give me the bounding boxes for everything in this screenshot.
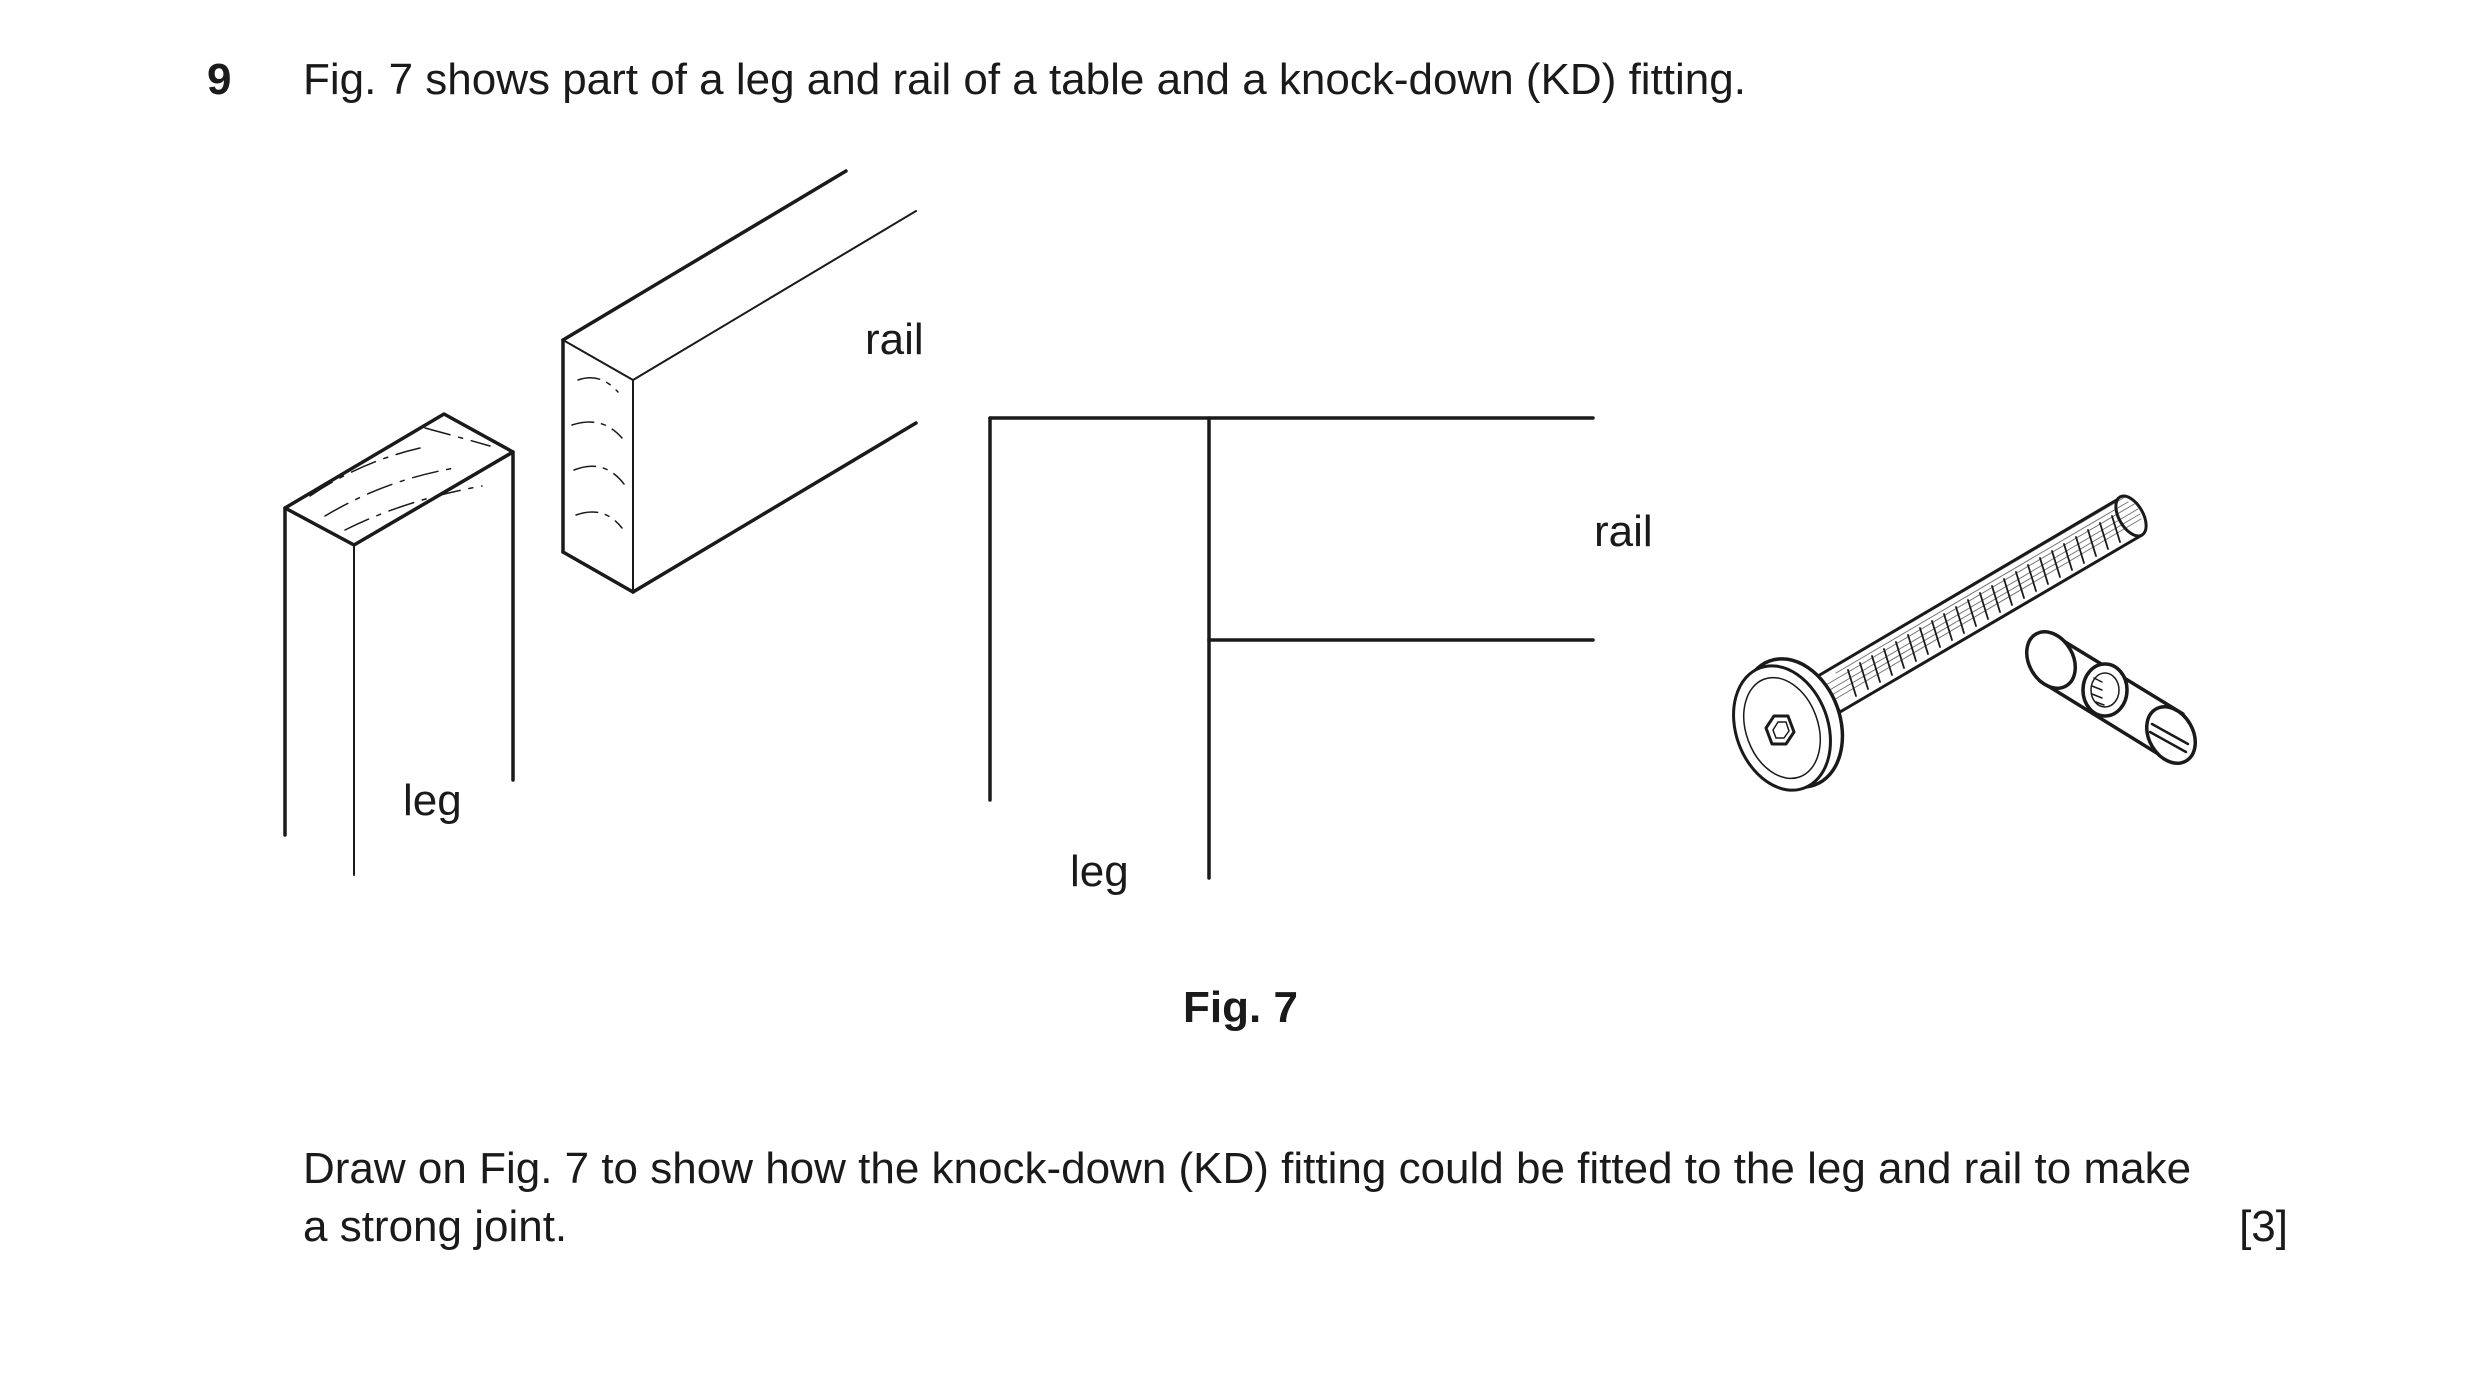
rail-label-elevation: rail: [1594, 507, 1653, 556]
rail-label-perspective: rail: [865, 315, 924, 364]
question-number: 9: [207, 55, 232, 104]
kd-barrel-nut-drawing: [2025, 630, 2197, 765]
leg-label-perspective: leg: [403, 776, 462, 825]
leg-label-elevation: leg: [1070, 847, 1129, 896]
leg-perspective-drawing: [283, 412, 515, 876]
instruction-line-1: Draw on Fig. 7 to show how the knock-dow…: [303, 1144, 2192, 1193]
leg-rail-elevation-drawing: [988, 416, 1595, 880]
instruction-text: Draw on Fig. 7 to show how the knock-dow…: [303, 1140, 2288, 1256]
figure-caption: Fig. 7: [1183, 983, 1298, 1032]
marks-allocation: [3]: [2239, 1202, 2288, 1251]
instruction-line-2: a strong joint.: [303, 1202, 568, 1251]
question-text: Fig. 7 shows part of a leg and rail of a…: [303, 55, 1746, 104]
rail-perspective-drawing: [561, 169, 918, 594]
instruction-line-2-row: a strong joint. [3]: [303, 1198, 2288, 1256]
kd-connector-bolt-drawing: [1732, 494, 2148, 792]
